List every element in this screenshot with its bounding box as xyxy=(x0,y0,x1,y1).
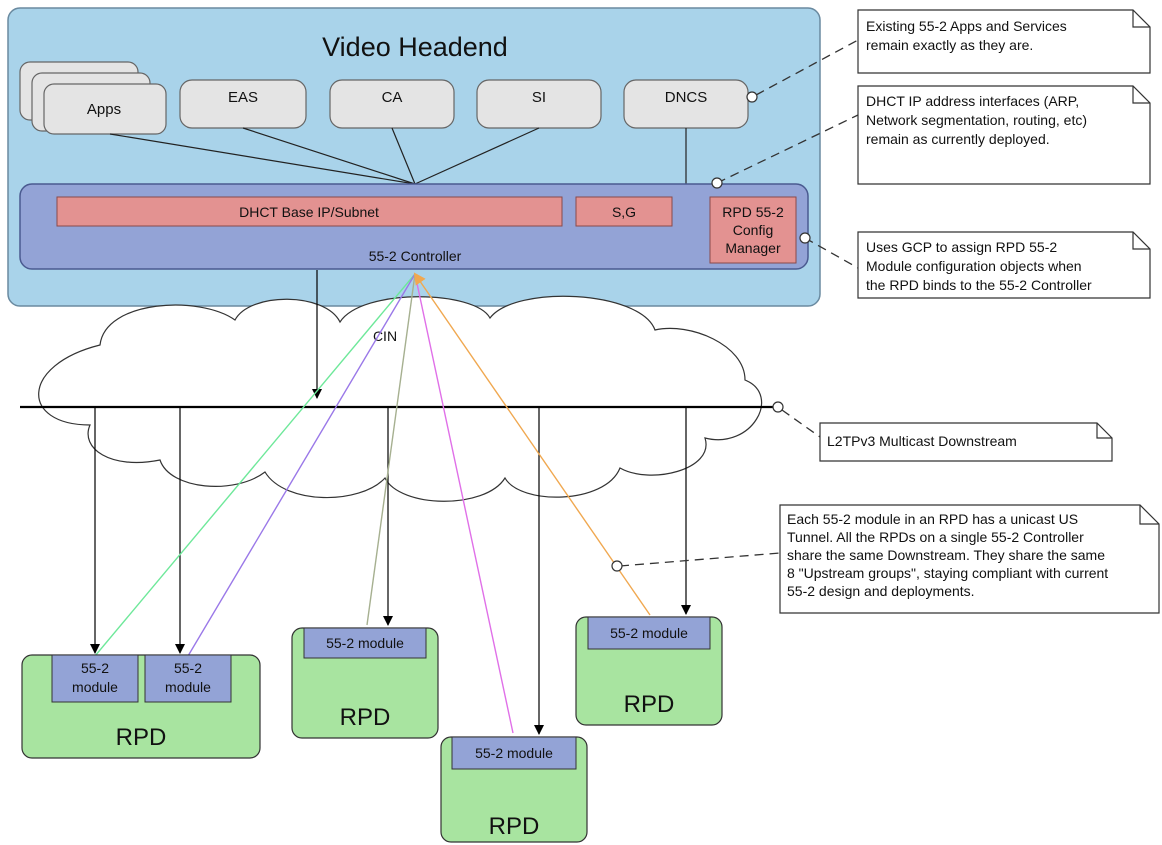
si-label: SI xyxy=(532,89,546,106)
rpd-1[interactable]: 55-2 module 55-2 module RPD xyxy=(21,654,261,759)
config-manager-line-3: Manager xyxy=(725,240,781,256)
note-existing-apps: Existing 55-2 Apps and Services remain e… xyxy=(857,9,1151,74)
rpd-2-module[interactable]: 55-2 module xyxy=(303,627,427,659)
module-label-line-1: 55-2 xyxy=(174,660,202,676)
note-unicast-us-tunnel: Each 55-2 module in an RPD has a unicast… xyxy=(779,504,1160,614)
video-headend-title: Video Headend xyxy=(322,32,508,62)
rpd-1-label: RPD xyxy=(116,724,167,751)
module-label: 55-2 module xyxy=(475,745,553,761)
note3-line-2: Module configuration objects when xyxy=(866,258,1082,274)
note5-line-2: Tunnel. All the RPDs on a single 55-2 Co… xyxy=(787,529,1084,545)
note4-line-1: L2TPv3 Multicast Downstream xyxy=(827,433,1017,449)
module-label-line-2: module xyxy=(72,679,118,695)
eas-box[interactable]: EAS xyxy=(179,79,307,129)
config-manager-line-1: RPD 55-2 xyxy=(722,204,784,220)
app-connections xyxy=(109,127,687,185)
rpd-4-module[interactable]: 55-2 module xyxy=(587,616,711,650)
note3-line-1: Uses GCP to assign RPD 55-2 xyxy=(866,239,1057,255)
note5-line-1: Each 55-2 module in an RPD has a unicast… xyxy=(787,511,1078,527)
rpd-3-module[interactable]: 55-2 module xyxy=(451,736,577,770)
rpd-2-label: RPD xyxy=(340,704,391,731)
cin-label: CIN xyxy=(373,328,397,344)
rpd-3[interactable]: 55-2 module RPD xyxy=(440,736,588,843)
note1-line-2: remain exactly as they are. xyxy=(866,37,1033,53)
config-manager-line-2: Config xyxy=(733,222,773,238)
tunnel-orange xyxy=(413,272,651,616)
bus-end-connector xyxy=(772,401,784,413)
dhct-label: DHCT Base IP/Subnet xyxy=(239,204,379,220)
rpd-2[interactable]: 55-2 module RPD xyxy=(291,627,439,739)
dhct-base-ip-subnet-bar xyxy=(56,196,563,227)
note-connectors xyxy=(619,39,859,567)
module-label-line-1: 55-2 xyxy=(81,660,109,676)
controller-label: 55-2 Controller xyxy=(369,248,462,264)
eas-label: EAS xyxy=(228,89,258,106)
note1-line-1: Existing 55-2 Apps and Services xyxy=(866,18,1067,34)
apps-stack[interactable]: Apps xyxy=(19,61,167,135)
note-l2tpv3: L2TPv3 Multicast Downstream xyxy=(819,422,1113,462)
note-gcp: Uses GCP to assign RPD 55-2 Module confi… xyxy=(857,231,1151,299)
ca-label: CA xyxy=(382,89,403,106)
note5-line-3: share the same Downstream. They share th… xyxy=(787,547,1105,563)
downstream-drops xyxy=(90,407,691,735)
cin-cloud xyxy=(38,295,763,502)
sg-label: S,G xyxy=(612,204,636,220)
rpd-3-label: RPD xyxy=(489,813,540,840)
dncs-box[interactable]: DNCS xyxy=(623,79,749,129)
module-label: 55-2 module xyxy=(326,635,404,651)
tunnel-purple xyxy=(187,273,416,657)
note2-line-3: remain as currently deployed. xyxy=(866,131,1050,147)
note5-line-5: 55-2 design and deployments. xyxy=(787,583,975,599)
note-dhct-ip: DHCT IP address interfaces (ARP, Network… xyxy=(857,85,1151,185)
apps-label: Apps xyxy=(87,101,121,118)
note3-line-3: the RPD binds to the 55-2 Controller xyxy=(866,277,1092,293)
rpd-config-manager-box[interactable] xyxy=(709,196,797,264)
note2-line-2: Network segmentation, routing, etc) xyxy=(866,112,1087,128)
ca-box[interactable]: CA xyxy=(329,79,455,129)
rpd-4[interactable]: 55-2 module RPD xyxy=(575,616,723,726)
note5-line-4: 8 "Upstream groups", staying compliant w… xyxy=(787,565,1108,581)
tunnel-olive xyxy=(366,273,416,626)
tunnel-green xyxy=(94,273,416,657)
note2-line-1: DHCT IP address interfaces (ARP, xyxy=(866,93,1079,109)
rpd-1-module-b[interactable]: 55-2 module xyxy=(144,654,232,703)
upstream-tunnels xyxy=(94,272,651,734)
rpd-1-module-a[interactable]: 55-2 module xyxy=(51,654,139,703)
dncs-label: DNCS xyxy=(665,89,708,106)
note-anchors xyxy=(611,91,811,572)
sg-bar xyxy=(575,196,673,227)
module-label-line-2: module xyxy=(165,679,211,695)
si-box[interactable]: SI xyxy=(476,79,602,129)
rpd-4-label: RPD xyxy=(624,691,675,718)
module-label: 55-2 module xyxy=(610,625,688,641)
tunnel-magenta xyxy=(414,273,514,734)
